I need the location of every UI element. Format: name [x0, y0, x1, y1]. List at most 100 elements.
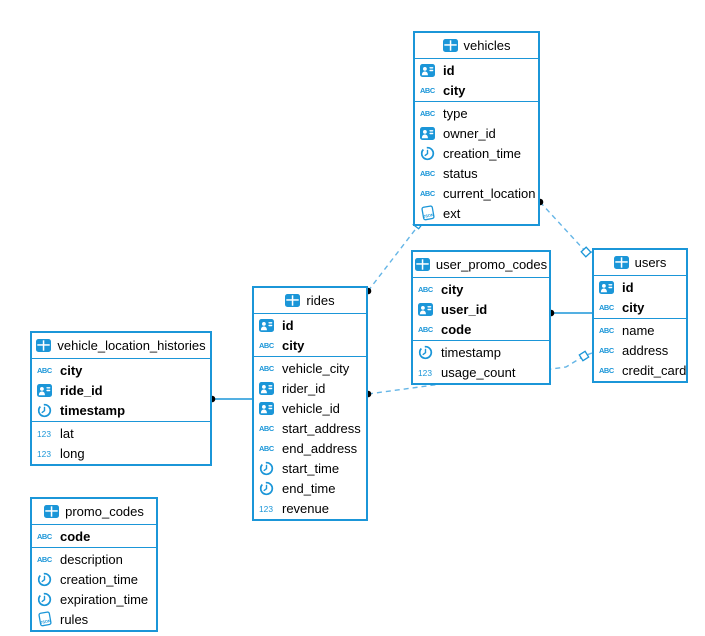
field-name: timestamp: [441, 344, 501, 360]
abc-icon: ABC: [259, 360, 278, 376]
table-title: users: [634, 255, 667, 270]
field-row[interactable]: ABC code: [32, 526, 156, 546]
field-row[interactable]: id: [254, 315, 366, 335]
relationship-user_promo_codes-to-users[interactable]: [547, 309, 592, 317]
relationship-vehicles-to-users[interactable]: [536, 198, 592, 258]
relationship-vehicle_location_histories-to-rides[interactable]: [208, 395, 252, 403]
field-row[interactable]: ride_id: [32, 380, 210, 400]
field-name: usage_count: [441, 364, 516, 380]
field-row[interactable]: vehicle_id: [254, 398, 366, 418]
svg-text:JSON: JSON: [40, 618, 51, 625]
svg-text:ABC: ABC: [418, 285, 434, 294]
field-row[interactable]: ABC start_address: [254, 418, 366, 438]
table-header[interactable]: vehicle_location_histories: [32, 333, 210, 358]
abc-icon: ABC: [37, 551, 56, 567]
table-vehicle-location-histories[interactable]: vehicle_location_histories ABC city ride…: [30, 331, 212, 466]
table-icon: [442, 38, 459, 54]
table-header[interactable]: users: [594, 250, 686, 275]
svg-text:ABC: ABC: [420, 86, 436, 95]
field-row[interactable]: timestamp: [413, 342, 549, 362]
field-row[interactable]: ABC type: [415, 103, 538, 123]
field-name: status: [443, 165, 478, 181]
field-row[interactable]: start_time: [254, 458, 366, 478]
field-row[interactable]: 123 long: [32, 443, 210, 463]
field-row[interactable]: JSON ext: [415, 203, 538, 223]
field-row[interactable]: ABC address: [594, 340, 686, 360]
field-row[interactable]: rider_id: [254, 378, 366, 398]
svg-text:ABC: ABC: [418, 325, 434, 334]
field-row[interactable]: ABC code: [413, 319, 549, 339]
field-row[interactable]: 123 usage_count: [413, 362, 549, 382]
svg-text:ABC: ABC: [599, 346, 615, 355]
clock-icon: [420, 145, 439, 161]
table-header[interactable]: rides: [254, 288, 366, 313]
svg-text:ABC: ABC: [259, 364, 275, 373]
field-row[interactable]: ABC city: [254, 335, 366, 355]
table-header[interactable]: vehicles: [415, 33, 538, 58]
field-row[interactable]: timestamp: [32, 400, 210, 420]
field-row[interactable]: user_id: [413, 299, 549, 319]
field-row[interactable]: ABC city: [32, 360, 210, 380]
field-row[interactable]: id: [594, 277, 686, 297]
field-name: address: [622, 342, 669, 358]
svg-text:ABC: ABC: [420, 169, 436, 178]
table-icon: [285, 293, 301, 309]
field-row[interactable]: expiration_time: [32, 589, 156, 609]
field-row[interactable]: ABC current_location: [415, 183, 538, 203]
svg-text:ABC: ABC: [37, 366, 53, 375]
abc-icon: ABC: [420, 165, 439, 181]
id-badge-icon: [420, 62, 439, 78]
svg-text:123: 123: [418, 368, 432, 378]
svg-text:ABC: ABC: [37, 532, 53, 541]
abc-icon: ABC: [420, 105, 439, 121]
field-name: credit_card: [622, 362, 687, 378]
field-row[interactable]: end_time: [254, 478, 366, 498]
field-name: id: [443, 62, 455, 78]
field-row[interactable]: ABC end_address: [254, 438, 366, 458]
svg-text:ABC: ABC: [259, 424, 275, 433]
field-name: current_location: [443, 185, 536, 201]
field-row[interactable]: creation_time: [32, 569, 156, 589]
field-row[interactable]: owner_id: [415, 123, 538, 143]
id-badge-icon: [599, 279, 618, 295]
abc-icon: ABC: [37, 528, 56, 544]
abc-icon: ABC: [599, 342, 618, 358]
number-icon: 123: [37, 425, 56, 441]
field-row[interactable]: 123 lat: [32, 423, 210, 443]
json-icon: JSON: [420, 205, 439, 221]
field-row[interactable]: 123 revenue: [254, 498, 366, 518]
field-name: long: [60, 445, 85, 461]
field-name: ext: [443, 205, 461, 221]
svg-text:123: 123: [37, 449, 51, 459]
abc-icon: ABC: [37, 362, 56, 378]
field-name: expiration_time: [60, 591, 149, 607]
field-row[interactable]: creation_time: [415, 143, 538, 163]
svg-text:ABC: ABC: [259, 341, 275, 350]
id-badge-icon: [37, 382, 56, 398]
field-row[interactable]: ABC name: [594, 320, 686, 340]
table-promo-codes[interactable]: promo_codes ABC code ABC description cre…: [30, 497, 158, 632]
table-users[interactable]: users id ABC city ABC name ABC address A…: [592, 248, 688, 383]
table-header[interactable]: promo_codes: [32, 499, 156, 524]
table-header[interactable]: user_promo_codes: [413, 252, 549, 277]
field-row[interactable]: JSON rules: [32, 609, 156, 629]
field-row[interactable]: ABC vehicle_city: [254, 358, 366, 378]
field-name: vehicle_city: [282, 360, 350, 376]
id-badge-icon: [259, 400, 278, 416]
field-row[interactable]: ABC credit_card: [594, 360, 686, 380]
field-row[interactable]: ABC city: [594, 297, 686, 317]
field-name: code: [441, 321, 472, 337]
field-row[interactable]: ABC description: [32, 549, 156, 569]
svg-text:ABC: ABC: [420, 109, 436, 118]
table-icon: [613, 255, 630, 271]
field-row[interactable]: ABC city: [415, 80, 538, 100]
table-user-promo-codes[interactable]: user_promo_codes ABC city user_id ABC co…: [411, 250, 551, 385]
field-row[interactable]: id: [415, 60, 538, 80]
field-name: id: [622, 279, 634, 295]
table-vehicles[interactable]: vehicles id ABC city ABC type owner_id: [413, 31, 540, 226]
table-rides[interactable]: rides id ABC city ABC vehicle_city rider…: [252, 286, 368, 521]
field-row[interactable]: ABC city: [413, 279, 549, 299]
field-row[interactable]: ABC status: [415, 163, 538, 183]
table-icon: [44, 504, 60, 520]
